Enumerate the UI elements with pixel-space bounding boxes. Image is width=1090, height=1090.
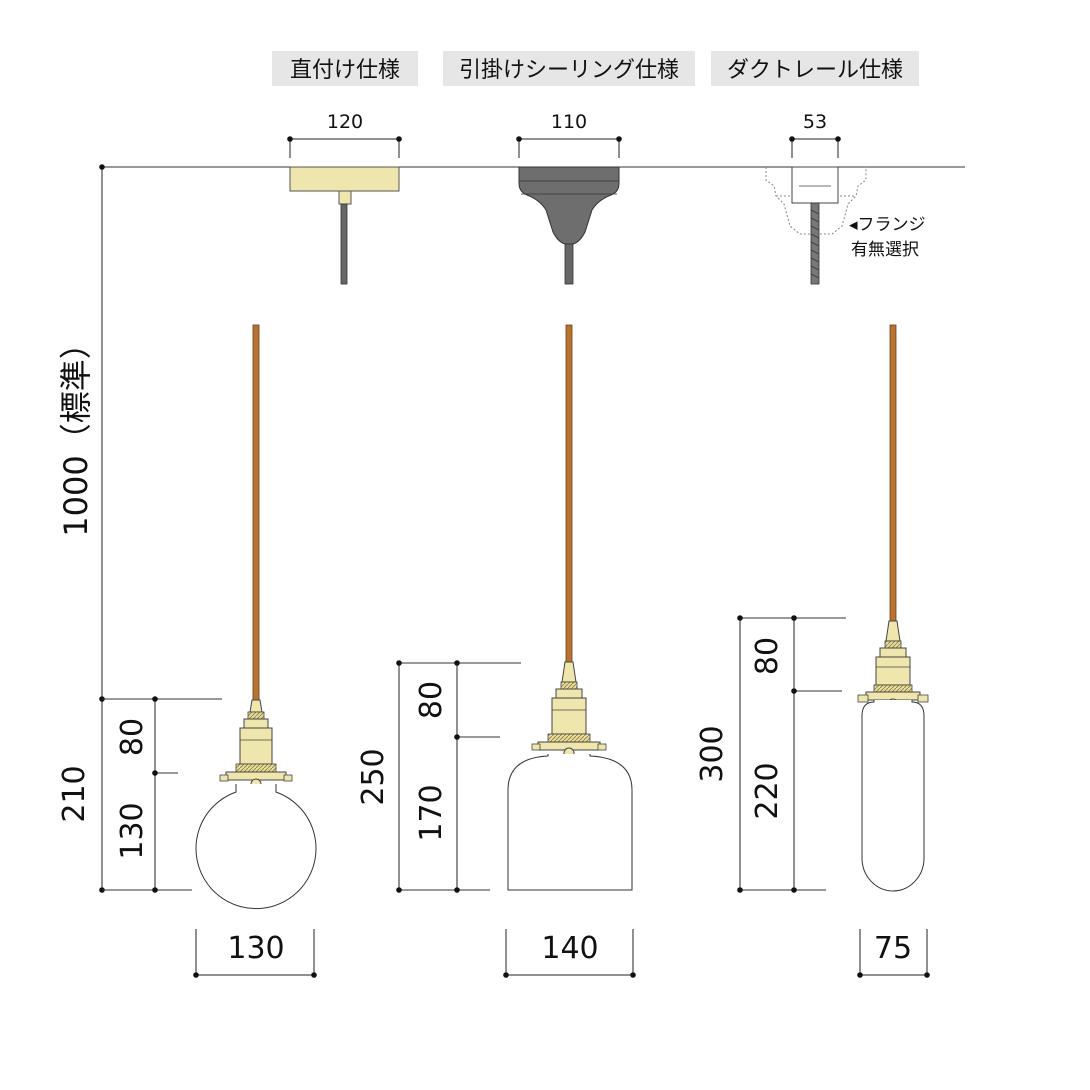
lamp-globe [195, 699, 317, 909]
canopy-dim-ceiling: 110 [516, 111, 622, 158]
canopy-duct [765, 166, 867, 285]
cord-1 [252, 324, 260, 701]
lamp-jar-width: 140 [541, 931, 598, 966]
spec-label-duct-text: ダクトレール仕様 [727, 58, 903, 83]
lamp-tube-width: 75 [874, 931, 912, 966]
cord-3 [889, 324, 897, 622]
canopy-width-ceiling: 110 [551, 111, 587, 133]
flange-note-line2: 有無選択 [851, 240, 919, 260]
lamp-globe-total: 210 [57, 765, 92, 822]
lamp-tube-shade: 220 [750, 762, 785, 819]
spec-label-direct: 直付け仕様 [272, 51, 418, 86]
canopy-dim-duct: 53 [789, 111, 841, 158]
lamp-jar-dims: 250 80 170 140 [356, 660, 636, 978]
spec-label-duct: ダクトレール仕様 [711, 51, 919, 86]
total-length-dim: 1000（標準） [57, 164, 105, 893]
lamp-globe-dims: 210 80 130 130 [57, 696, 317, 978]
spec-label-direct-text: 直付け仕様 [290, 58, 400, 83]
total-length-label: 1000（標準） [57, 327, 95, 536]
lamp-jar-shade: 170 [414, 784, 449, 841]
lamp-tube [857, 620, 929, 892]
canopy-dim-direct: 120 [287, 111, 402, 158]
canopy-ceiling [518, 166, 620, 285]
lamp-jar-total: 250 [356, 748, 391, 805]
canopy-direct [289, 166, 400, 285]
spec-label-ceiling: 引掛けシーリング仕様 [443, 51, 695, 86]
lamp-jar [507, 661, 633, 891]
lamp-tube-dims: 300 80 220 75 [695, 615, 930, 978]
lamp-tube-total: 300 [695, 725, 730, 782]
spec-label-ceiling-text: 引掛けシーリング仕様 [459, 58, 679, 83]
lamp-globe-shade: 130 [115, 802, 150, 859]
lamp-jar-socket: 80 [414, 681, 449, 719]
canopy-width-duct: 53 [803, 111, 827, 133]
canopy-width-direct: 120 [327, 111, 363, 133]
lamp-tube-socket: 80 [750, 637, 785, 675]
flange-note-line1: ◂フランジ [849, 215, 926, 235]
lamp-globe-socket: 80 [115, 718, 150, 756]
lamp-globe-width: 130 [227, 931, 284, 966]
cord-2 [565, 324, 573, 663]
